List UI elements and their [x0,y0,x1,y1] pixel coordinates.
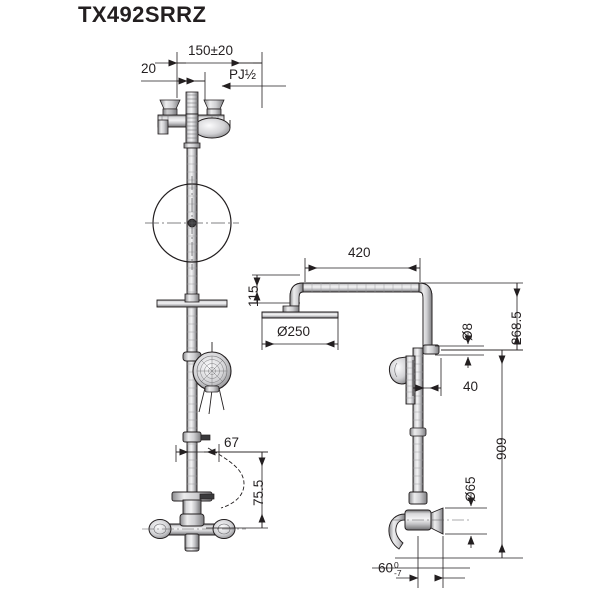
dim-label-60: 600-7 [378,560,402,579]
dim-label-115: 115 [246,285,261,307]
dim-909 [395,349,523,559]
dim-20 [141,72,206,100]
overhead-shower-circle [145,176,239,270]
thermostatic-mixer-front [142,431,246,552]
dim-60-value: 60 [378,560,394,576]
dim-label-250: Ø250 [277,324,311,339]
dim-60 [372,536,470,588]
dim-755 [204,451,268,529]
dim-60-tol-lower: -7 [394,568,402,579]
dim-label-20: 20 [141,61,157,76]
dim-label-40: 40 [463,379,479,394]
shelf-bracket [156,293,228,308]
dim-65 [445,494,487,548]
thermostatic-mixer-side [388,491,470,550]
dim-label-2685: 268.5 [509,311,524,345]
right-inlet [203,99,225,116]
front-view [141,52,300,552]
dim-label-67: 67 [224,435,240,450]
dim-label-150: 150±20 [188,43,233,58]
left-inlet [159,99,181,116]
page-title: TX492SRRZ [78,2,207,27]
side-riser-pipe [409,344,440,497]
top-valve-assembly [157,91,231,149]
dim-label-8: Ø8 [460,322,475,341]
dim-250 [261,318,339,350]
hand-shower-head [192,342,232,415]
dim-label-pj: PJ½ [229,67,257,82]
dim-label-65: Ø65 [463,476,478,502]
dim-60-tolerance: 0-7 [394,560,402,579]
dim-label-420: 420 [348,245,371,260]
flexible-hose [207,447,245,509]
dim-label-909: 909 [494,437,509,460]
hand-shower-side [388,355,416,405]
side-view [261,258,523,588]
dim-60-tol-upper: 0 [394,560,399,570]
dim-8 [435,333,484,368]
dim-420 [304,258,421,282]
dim-40 [412,358,442,396]
dim-label-755: 75.5 [251,479,266,506]
